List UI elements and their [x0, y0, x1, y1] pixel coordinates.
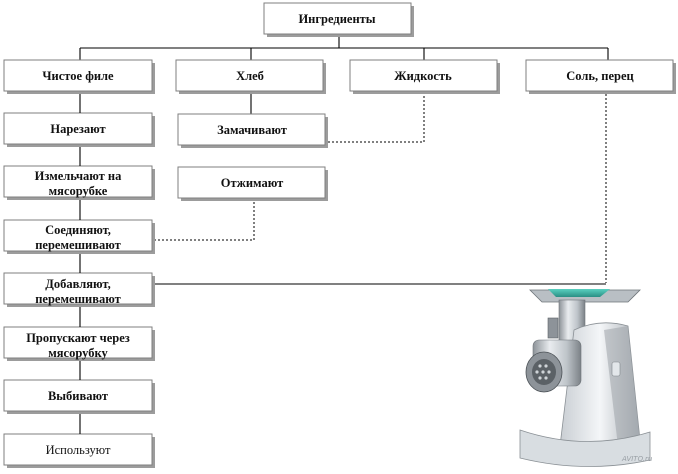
step-label-line1: Измельчают на [35, 169, 122, 183]
step-label-line1: Добавляют, [45, 277, 110, 291]
category-fillet: Чистое филе [3, 59, 155, 94]
fillet-step-cut: Нарезают [3, 112, 155, 147]
fillet-step-use: Используют [3, 433, 155, 468]
category-bread: Хлеб [175, 59, 326, 94]
step-label-line1: Соединяют, [45, 223, 111, 237]
meat-grinder-image: AVITO.ru [519, 289, 653, 467]
category-salt: Соль, перец [525, 59, 676, 94]
category-label: Чистое филе [42, 69, 114, 83]
bread-step-soak: Замачивают [177, 113, 328, 148]
category-label: Жидкость [394, 69, 452, 83]
bread-step-squeeze: Отжимают [177, 166, 328, 201]
step-label-line2: мясорубке [49, 184, 108, 198]
fillet-step-beat: Выбивают [3, 379, 155, 414]
fillet-step-add: Добавляют, перемешивают [3, 272, 155, 307]
step-label-line2: перемешивают [35, 238, 121, 252]
category-label: Хлеб [236, 69, 264, 83]
step-label: Нарезают [50, 122, 105, 136]
connectors [79, 36, 609, 285]
category-label: Соль, перец [566, 69, 633, 83]
step-label: Используют [46, 443, 111, 457]
root-node: Ингредиенты [263, 2, 414, 37]
fillet-step-grind: Пропускают через мясорубку [3, 326, 155, 361]
step-label-line1: Пропускают через [26, 331, 130, 345]
fillet-step-combine: Соединяют, перемешивают [3, 219, 155, 254]
step-label: Замачивают [217, 123, 287, 137]
step-label-line2: перемешивают [35, 292, 121, 306]
step-label: Выбивают [48, 389, 108, 403]
step-label-line2: мясорубку [48, 346, 108, 360]
step-label: Отжимают [221, 176, 284, 190]
category-liquid: Жидкость [349, 59, 500, 94]
fillet-step-mince: Измельчают на мясорубке [3, 165, 155, 200]
watermark: AVITO.ru [621, 455, 653, 463]
root-label: Ингредиенты [298, 12, 375, 26]
